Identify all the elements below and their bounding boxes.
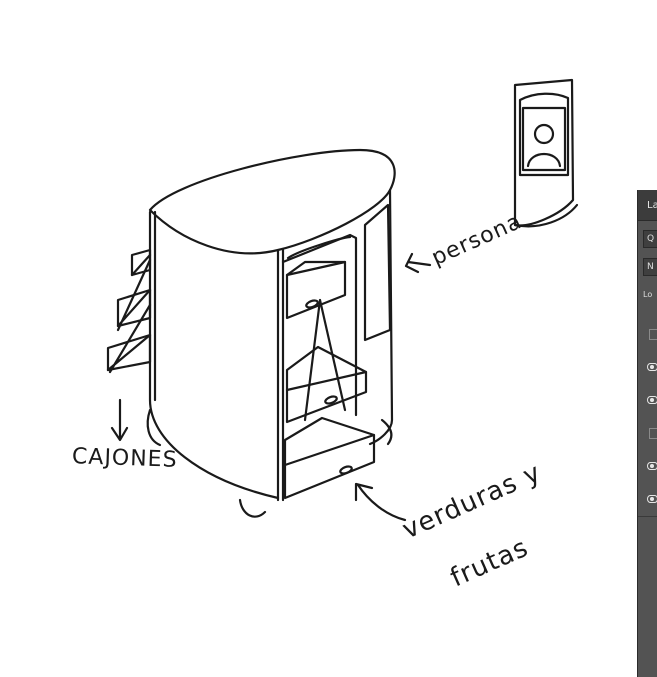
label-cajones: CAJONES — [72, 444, 178, 473]
eye-icon[interactable] — [647, 462, 657, 470]
kind-filter-dropdown[interactable]: Q — [643, 230, 657, 248]
person-silhouette-body — [528, 154, 560, 166]
arrow-verduras — [356, 484, 405, 520]
visibility-off-icon[interactable] — [649, 428, 657, 439]
foot-front — [240, 500, 265, 517]
layer-row[interactable] — [638, 384, 657, 418]
drawer-bottom-front — [285, 435, 374, 465]
lock-label: Lo — [643, 290, 652, 299]
layers-panel: La Q N Lo — [637, 190, 657, 677]
layer-row[interactable] — [638, 417, 657, 451]
drawer-top — [287, 262, 345, 318]
layers-panel-title: La — [647, 200, 657, 211]
drawer-bottom-handle — [339, 465, 352, 475]
layer-row[interactable] — [638, 483, 657, 517]
cabinet-top-outline — [150, 150, 395, 253]
device-bottom — [515, 205, 577, 226]
side-panel — [365, 205, 390, 340]
person-silhouette-icon — [535, 125, 553, 143]
layer-row[interactable] — [638, 351, 657, 385]
layer-row[interactable] — [638, 318, 657, 352]
layers-panel-header[interactable]: La — [638, 190, 657, 221]
blend-mode-dropdown[interactable]: N — [643, 258, 657, 276]
visibility-off-icon[interactable] — [649, 329, 657, 340]
arrow-cajones — [112, 400, 127, 440]
left-drawer-diagonals — [108, 255, 150, 372]
drawer-middle-front — [287, 372, 366, 390]
eye-icon[interactable] — [647, 396, 657, 404]
arrow-persona — [406, 254, 430, 272]
device-inner-outline — [520, 94, 568, 175]
drawer-middle — [287, 347, 366, 422]
layer-row[interactable] — [638, 450, 657, 484]
eye-icon[interactable] — [647, 495, 657, 503]
eye-icon[interactable] — [647, 363, 657, 371]
